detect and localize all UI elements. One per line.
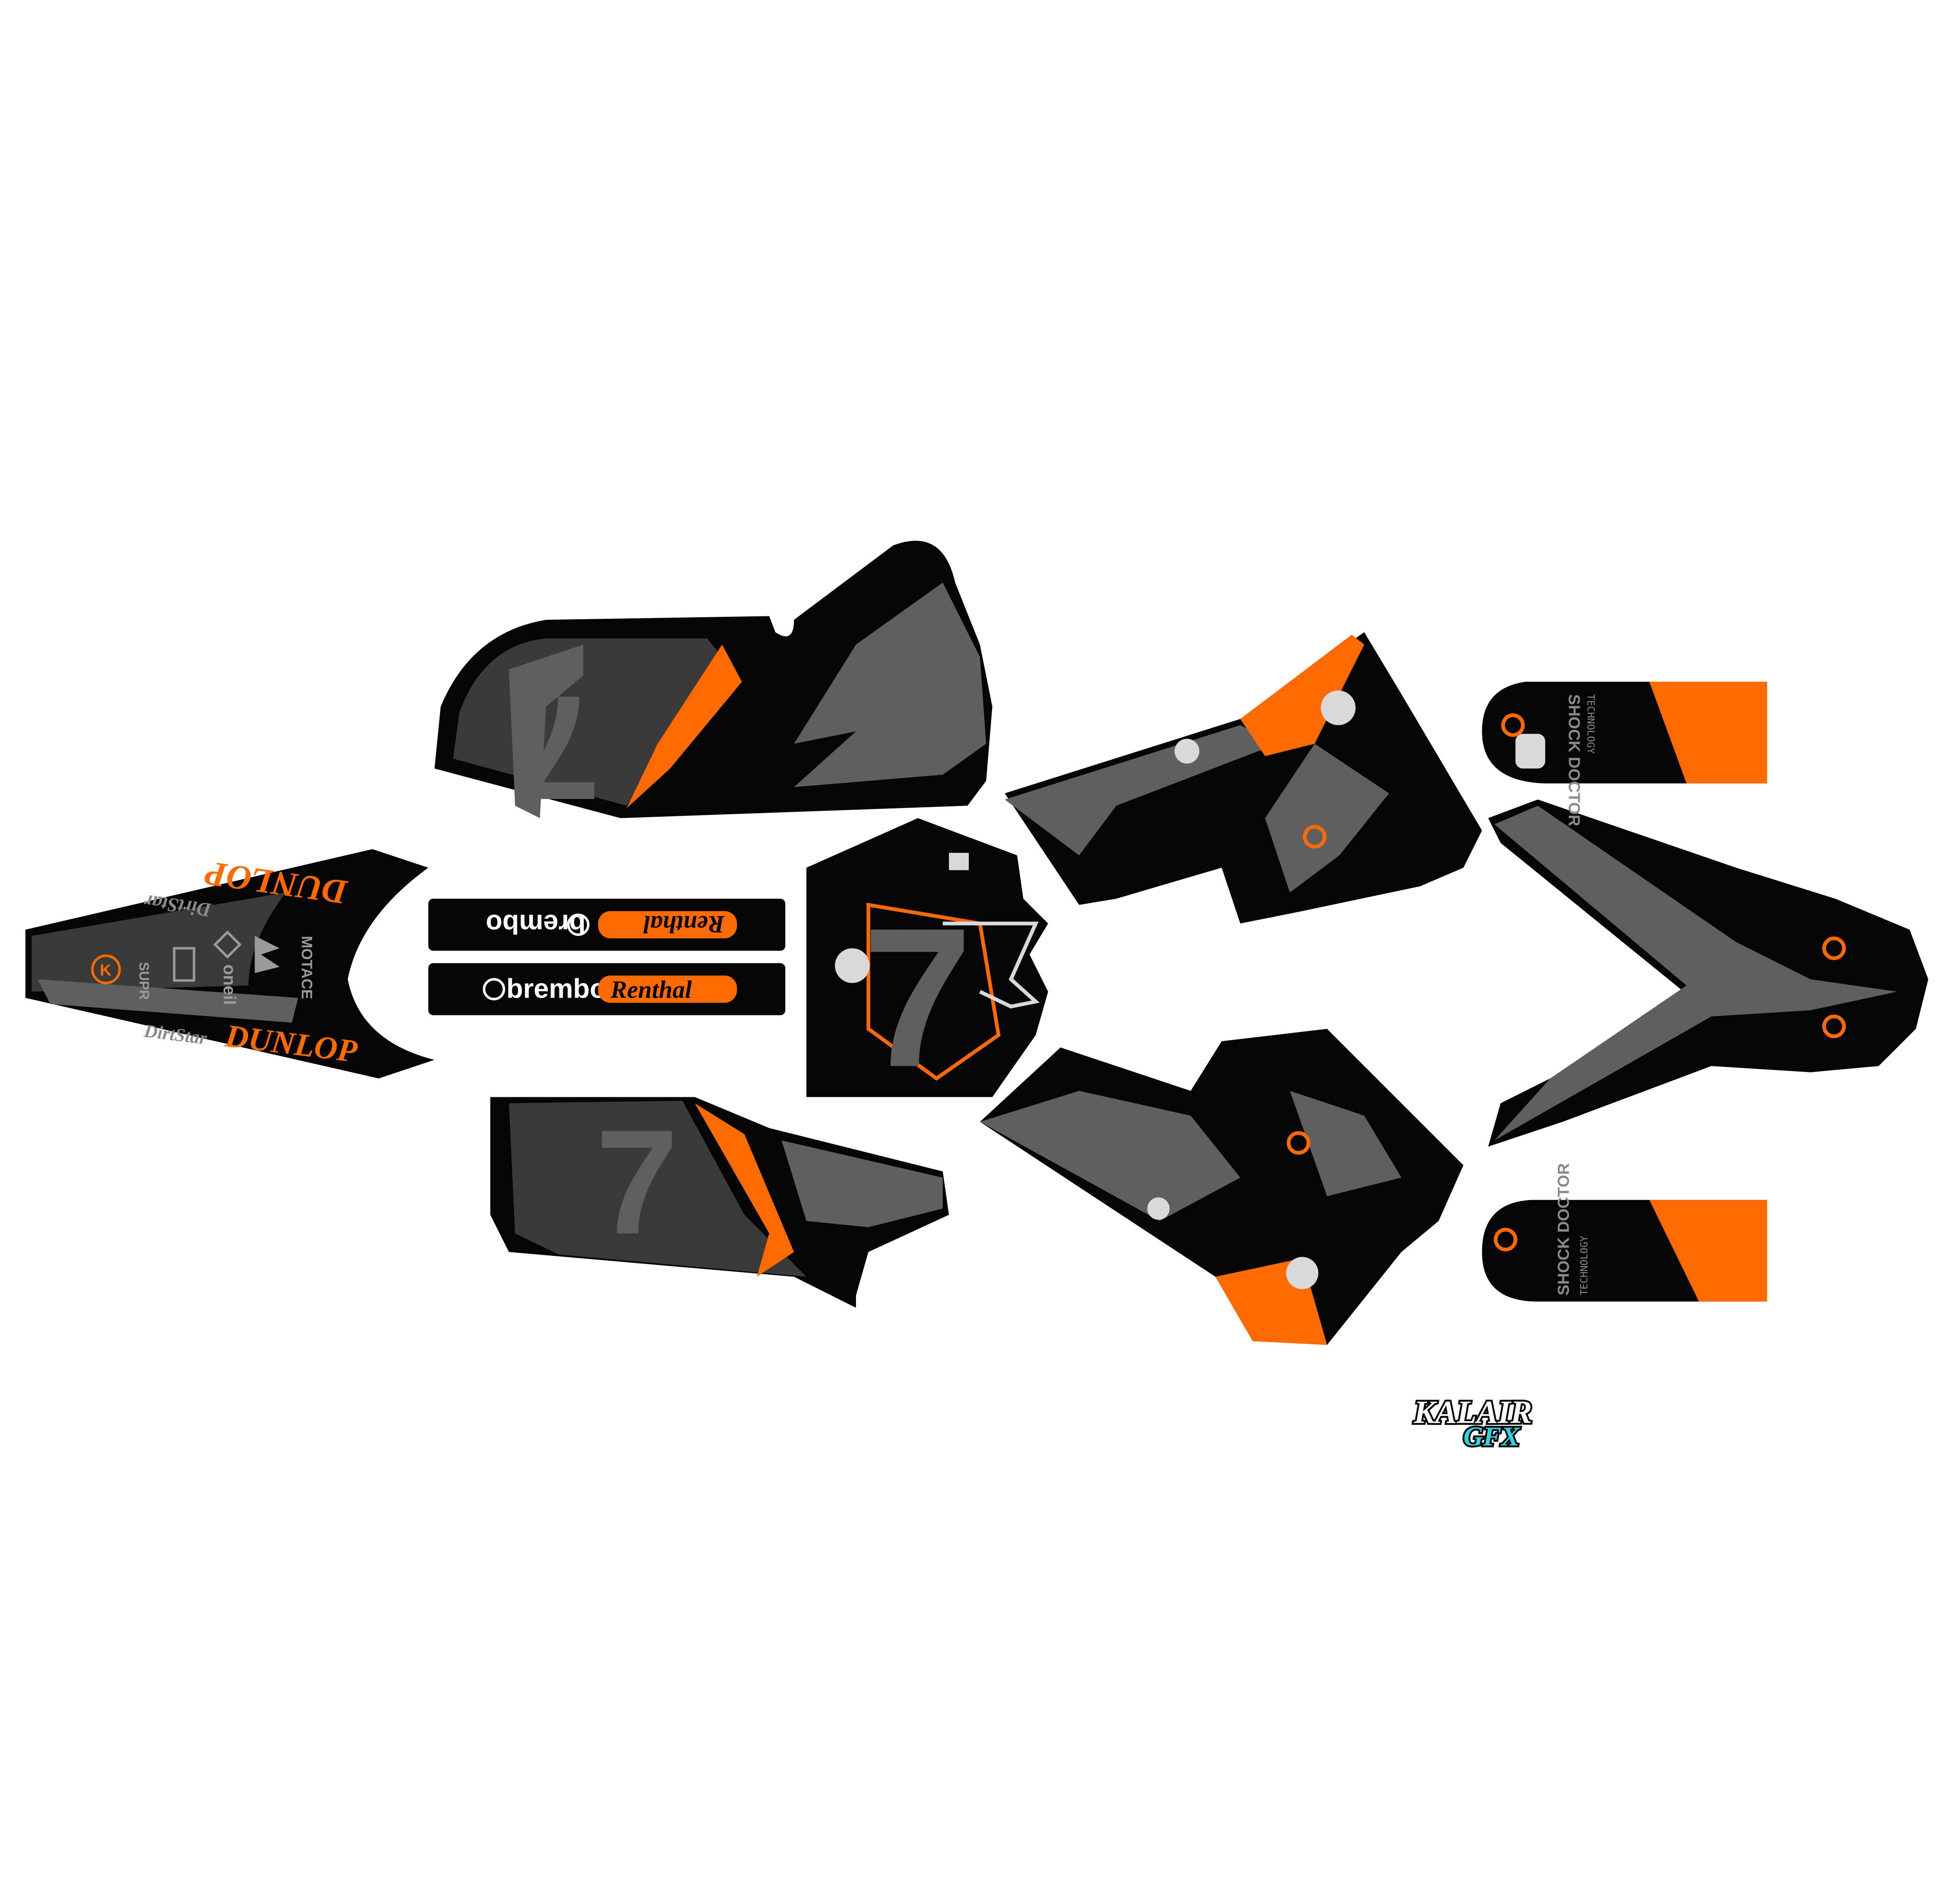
side-number-upper: 7 bbox=[518, 665, 601, 831]
fork-decal-upper bbox=[1482, 682, 1767, 784]
fork-upper-shockdoctor: SHOCK DOCTOR bbox=[1565, 694, 1583, 826]
fork-upper-brembo: brembo bbox=[486, 909, 586, 939]
side-panel-lower bbox=[490, 1097, 949, 1308]
renthal-upper-badge bbox=[598, 911, 737, 939]
radiator-wing bbox=[1488, 799, 1928, 1147]
renthal-lower-badge bbox=[598, 975, 737, 1003]
fork-lower-renthal: Renthal bbox=[610, 976, 692, 1003]
rear-fender bbox=[25, 849, 435, 1079]
shroud-lower bbox=[980, 1029, 1464, 1345]
side-panel-upper bbox=[434, 541, 993, 818]
kalair-gfx-watermark: KALAIR GFX bbox=[1412, 1392, 1534, 1453]
fender-logo-motace: MOTACE bbox=[299, 936, 316, 999]
fork-upper-renthal: Renthal bbox=[643, 910, 725, 938]
fender-logo-supr: SUPR bbox=[137, 962, 152, 1000]
front-number-plate bbox=[806, 818, 1049, 1097]
fork-lower-tech: TECHNOLOGY bbox=[1578, 1236, 1590, 1295]
side-number-lower: 7 bbox=[596, 1099, 678, 1265]
watermark-line2: GFX bbox=[1463, 1421, 1520, 1452]
shroud-upper bbox=[1005, 632, 1482, 924]
wing-logo-icon bbox=[254, 936, 280, 973]
k-circle-logo-icon bbox=[91, 954, 121, 984]
watermark-line1: KALAIR bbox=[1413, 1394, 1532, 1430]
diamond-logo-icon bbox=[213, 930, 242, 959]
fender-logo-oneil: oneil bbox=[220, 965, 240, 1005]
brembo-lower-icon bbox=[483, 978, 505, 1001]
fork-lower-brembo: brembo bbox=[506, 973, 606, 1004]
fork-lower-shockdoctor: SHOCK DOCTOR bbox=[1555, 1163, 1572, 1295]
fork-upper-tech: TECHNOLOGY bbox=[1585, 694, 1596, 754]
front-number: 7 bbox=[862, 887, 972, 1108]
fork-decal-lower bbox=[1482, 1200, 1767, 1302]
brembo-upper-icon bbox=[567, 913, 590, 936]
k-logo-letter: K bbox=[100, 962, 112, 979]
square-badge-icon bbox=[173, 947, 195, 982]
